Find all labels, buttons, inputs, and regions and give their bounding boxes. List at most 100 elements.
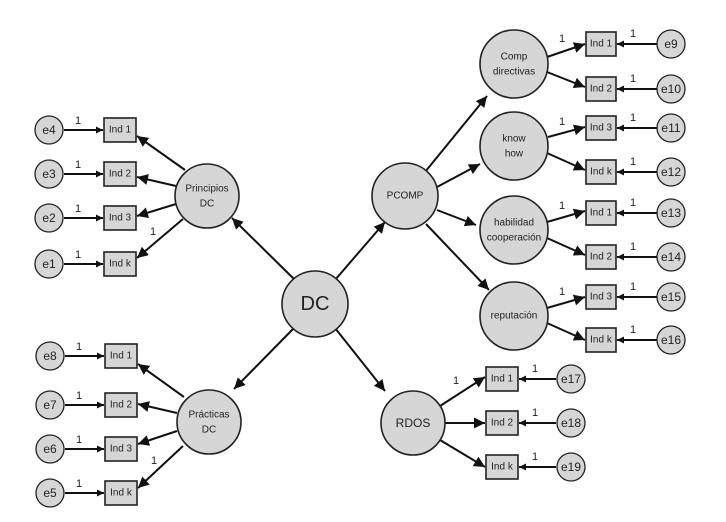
error-label: e19 <box>561 460 581 474</box>
weight-label: 1 <box>532 363 538 375</box>
weight-label: 1 <box>630 73 636 85</box>
path-rdos-ind1 <box>439 376 486 407</box>
path-reputacion-ind3 <box>546 294 586 309</box>
weight-label: 1 <box>630 281 636 293</box>
latent-comp-directivas: Comp directivas <box>479 29 549 99</box>
indicator-box: Ind 1 <box>585 200 617 226</box>
indicator-box: Ind 3 <box>103 205 137 231</box>
indicator-box: Ind k <box>104 480 138 506</box>
error-label: e11 <box>661 121 680 135</box>
weight-label: 1 <box>630 112 636 124</box>
path-rdos-indk <box>439 439 486 468</box>
indicator-label: Ind 1 <box>491 374 514 385</box>
latent-pcomp: PCOMP <box>371 162 439 230</box>
error-label: e16 <box>661 333 681 347</box>
path-practicas-ind1 <box>137 363 185 398</box>
latent-dc: DC <box>281 270 349 338</box>
weight-label: 1 <box>630 241 636 253</box>
latent-principios-label-line2: DC <box>200 199 214 210</box>
error-term: e19 <box>556 452 586 482</box>
latent-know-how: know how <box>479 111 549 181</box>
error-term: e9 <box>656 29 686 59</box>
path-pcomp-reputacion <box>425 223 490 291</box>
latent-practicas-label-line1: Prácticas <box>188 410 229 421</box>
weight-label: 1 <box>630 156 636 168</box>
latent-practicas-dc: Prácticas DC <box>176 389 242 455</box>
path-dc-rdos <box>334 327 386 392</box>
indicator-label: Ind k <box>590 167 613 178</box>
error-term: e16 <box>656 325 686 355</box>
edges-layer <box>64 40 657 497</box>
path-knowhow-indk <box>546 152 586 171</box>
error-term: e11 <box>656 113 686 143</box>
weight-label: 1 <box>76 341 82 353</box>
error-term: e6 <box>35 434 65 464</box>
path-reputacion-indk <box>546 322 586 341</box>
error-label: e18 <box>561 416 581 430</box>
indicator-box: Ind 3 <box>585 284 617 310</box>
weight-label: 1 <box>532 451 538 463</box>
path-comp-ind1 <box>546 42 586 58</box>
error-label: e1 <box>42 257 56 271</box>
error-label: e15 <box>661 290 681 304</box>
weight-label: 1 <box>559 200 565 212</box>
error-term: e8 <box>35 341 65 371</box>
error-term: e12 <box>656 157 686 187</box>
path-knowhow-ind3 <box>547 124 586 138</box>
error-term: e15 <box>656 282 686 312</box>
indicator-label: Ind 3 <box>110 444 133 455</box>
error-label: e7 <box>43 398 57 412</box>
latent-habilidad-cooperacion: habilidad cooperación <box>479 195 549 265</box>
indicator-box: Ind 2 <box>485 410 519 436</box>
weight-label: 1 <box>453 375 459 387</box>
latent-reputacion-label: reputación <box>491 311 538 322</box>
indicator-label: Ind 2 <box>590 84 613 95</box>
indicator-box: Ind k <box>585 159 617 185</box>
error-label: e3 <box>42 167 56 181</box>
indicator-label: Ind 2 <box>110 400 133 411</box>
fixed-weight-labels: 1 1 1 1 1 1 1 1 1 1 1 1 1 1 1 1 1 1 1 1 … <box>75 28 636 490</box>
error-term: e1 <box>34 249 64 279</box>
path-dc-practicas <box>233 326 296 390</box>
indicator-box: Ind 2 <box>104 392 138 418</box>
indicator-box: Ind 2 <box>585 76 617 102</box>
weight-label: 1 <box>150 226 156 238</box>
indicator-label: Ind 3 <box>590 123 613 134</box>
error-label: e6 <box>43 442 57 456</box>
path-habilidad-ind1 <box>546 208 586 223</box>
indicator-box: Ind 2 <box>103 161 137 187</box>
path-principios-indk <box>136 218 184 259</box>
error-label: e10 <box>661 82 681 96</box>
path-principios-ind1 <box>136 135 186 171</box>
weight-label: 1 <box>630 28 636 40</box>
error-label: e9 <box>664 37 678 51</box>
latent-knowhow-label-line2: how <box>505 149 524 160</box>
indicator-label: Ind 1 <box>590 39 613 50</box>
weight-label: 1 <box>76 390 82 402</box>
weight-label: 1 <box>151 455 157 467</box>
latent-rdos: RDOS <box>380 390 446 456</box>
indicator-label: Ind 1 <box>110 351 133 362</box>
latent-reputacion: reputación <box>479 281 549 351</box>
latent-pcomp-label: PCOMP <box>387 191 424 202</box>
error-term: e10 <box>656 74 686 104</box>
latent-rdos-label: RDOS <box>396 416 431 430</box>
latent-principios-label-line1: Principios <box>185 184 228 195</box>
path-principios-ind2 <box>136 174 177 187</box>
latent-comp-label-line2: directivas <box>493 67 535 78</box>
path-principios-ind3 <box>136 203 177 219</box>
indicator-box: Ind 3 <box>104 436 138 462</box>
weight-label: 1 <box>75 159 81 171</box>
error-term: e17 <box>556 364 586 394</box>
weight-label: 1 <box>76 478 82 490</box>
path-practicas-ind2 <box>137 401 178 414</box>
latent-knowhow-label-line1: know <box>502 134 526 145</box>
weight-label: 1 <box>76 434 82 446</box>
error-term: e14 <box>656 242 686 272</box>
error-label: e12 <box>661 165 681 179</box>
error-label: e5 <box>43 486 57 500</box>
latent-dc-label: DC <box>301 293 330 315</box>
error-term: e5 <box>35 478 65 508</box>
indicator-box: Ind k <box>585 327 617 353</box>
